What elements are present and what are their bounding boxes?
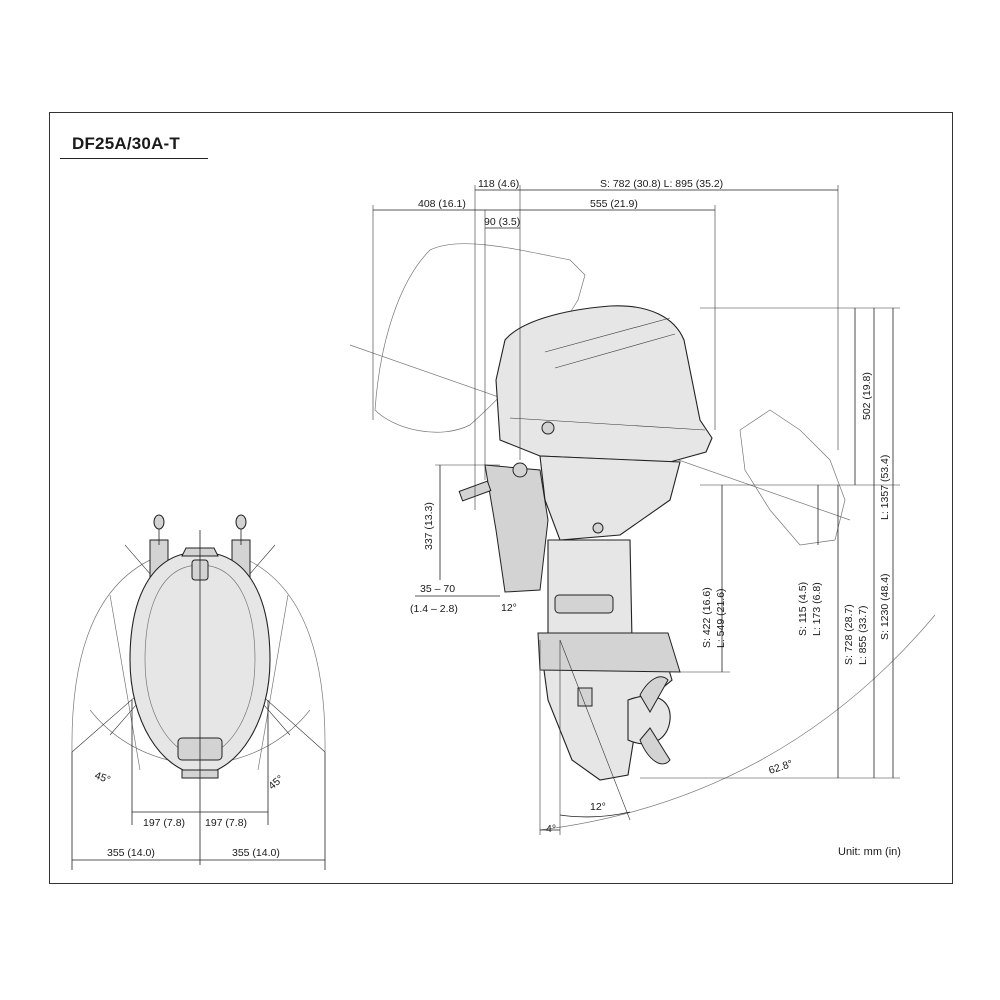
propeller-blade-top <box>639 676 669 714</box>
label-45-right: 45° <box>266 773 286 792</box>
tilt-pivot <box>512 462 528 478</box>
label-197-left: 197 (7.8) <box>143 817 185 829</box>
label-782-895: S: 782 (30.8) L: 895 (35.2) <box>600 178 723 190</box>
label-555: 555 (21.9) <box>590 198 638 210</box>
cavitation-plate <box>537 632 681 673</box>
ext-12deg <box>559 639 631 821</box>
front-swing-arc-right <box>247 559 326 753</box>
unit-note: Unit: mm (in) <box>838 846 901 858</box>
label-1230: S: 1230 (48.4) <box>879 573 891 640</box>
label-502: 502 (19.8) <box>861 372 873 420</box>
label-728: S: 728 (28.7) <box>843 604 855 665</box>
label-355-left: 355 (14.0) <box>107 847 155 859</box>
propeller-blade-bottom <box>639 727 671 765</box>
midsection-bolt <box>592 522 604 534</box>
label-45-left: 45° <box>93 770 112 787</box>
label-115: S: 115 (4.5) <box>797 582 809 636</box>
arc-12deg <box>559 811 631 818</box>
front-swing-line-right <box>257 594 289 771</box>
label-35-70-in: (1.4 – 2.8) <box>410 603 458 615</box>
label-35-70: 35 – 70 <box>420 583 455 595</box>
label-628: 62.8° <box>767 758 794 777</box>
side-midsection <box>539 455 681 541</box>
cowl-latch <box>541 421 555 435</box>
cowl-stripe-1 <box>544 317 671 353</box>
front-swing-arc-left <box>71 559 151 753</box>
label-1357: L: 1357 (53.4) <box>879 455 891 520</box>
label-118: 118 (4.6) <box>478 178 519 190</box>
water-intake <box>577 687 593 707</box>
tilt-arc <box>539 614 936 831</box>
label-549: L: 549 (21.6) <box>715 588 727 648</box>
label-90: 90 (3.5) <box>484 216 520 228</box>
front-swing-line-left <box>109 594 141 771</box>
drive-shaft-housing <box>547 539 633 641</box>
label-422: S: 422 (16.6) <box>701 587 713 648</box>
label-173: L: 173 (6.8) <box>811 582 823 636</box>
label-197-right: 197 (7.8) <box>205 817 247 829</box>
label-4: 4° <box>546 823 556 835</box>
label-12-bottom: 12° <box>590 801 606 813</box>
front-clamp-knob-right <box>235 514 247 530</box>
cowl-stripe-2 <box>554 333 676 369</box>
anti-vent-plate <box>554 594 614 614</box>
cowl-parting-line <box>509 417 706 431</box>
side-view: 118 (4.6) S: 782 (30.8) L: 895 (35.2) 40… <box>349 178 936 835</box>
front-view: 197 (7.8) 197 (7.8) 355 (14.0) 355 (14.0… <box>71 514 326 870</box>
label-855: L: 855 (33.7) <box>857 605 869 665</box>
label-337: 337 (13.3) <box>423 502 435 550</box>
front-clamp-knob-left <box>153 514 165 530</box>
label-12-top: 12° <box>501 602 517 614</box>
drawing-frame <box>49 112 953 884</box>
label-355-right: 355 (14.0) <box>232 847 280 859</box>
diagram-title: DF25A/30A-T <box>72 134 181 153</box>
tilted-cowl-ghost <box>374 243 586 433</box>
title-underline <box>60 158 208 159</box>
tilted-lowerunit-ghost <box>739 409 846 546</box>
side-cowl <box>495 305 713 463</box>
label-408: 408 (16.1) <box>418 198 466 210</box>
clamp-bracket <box>484 464 549 593</box>
